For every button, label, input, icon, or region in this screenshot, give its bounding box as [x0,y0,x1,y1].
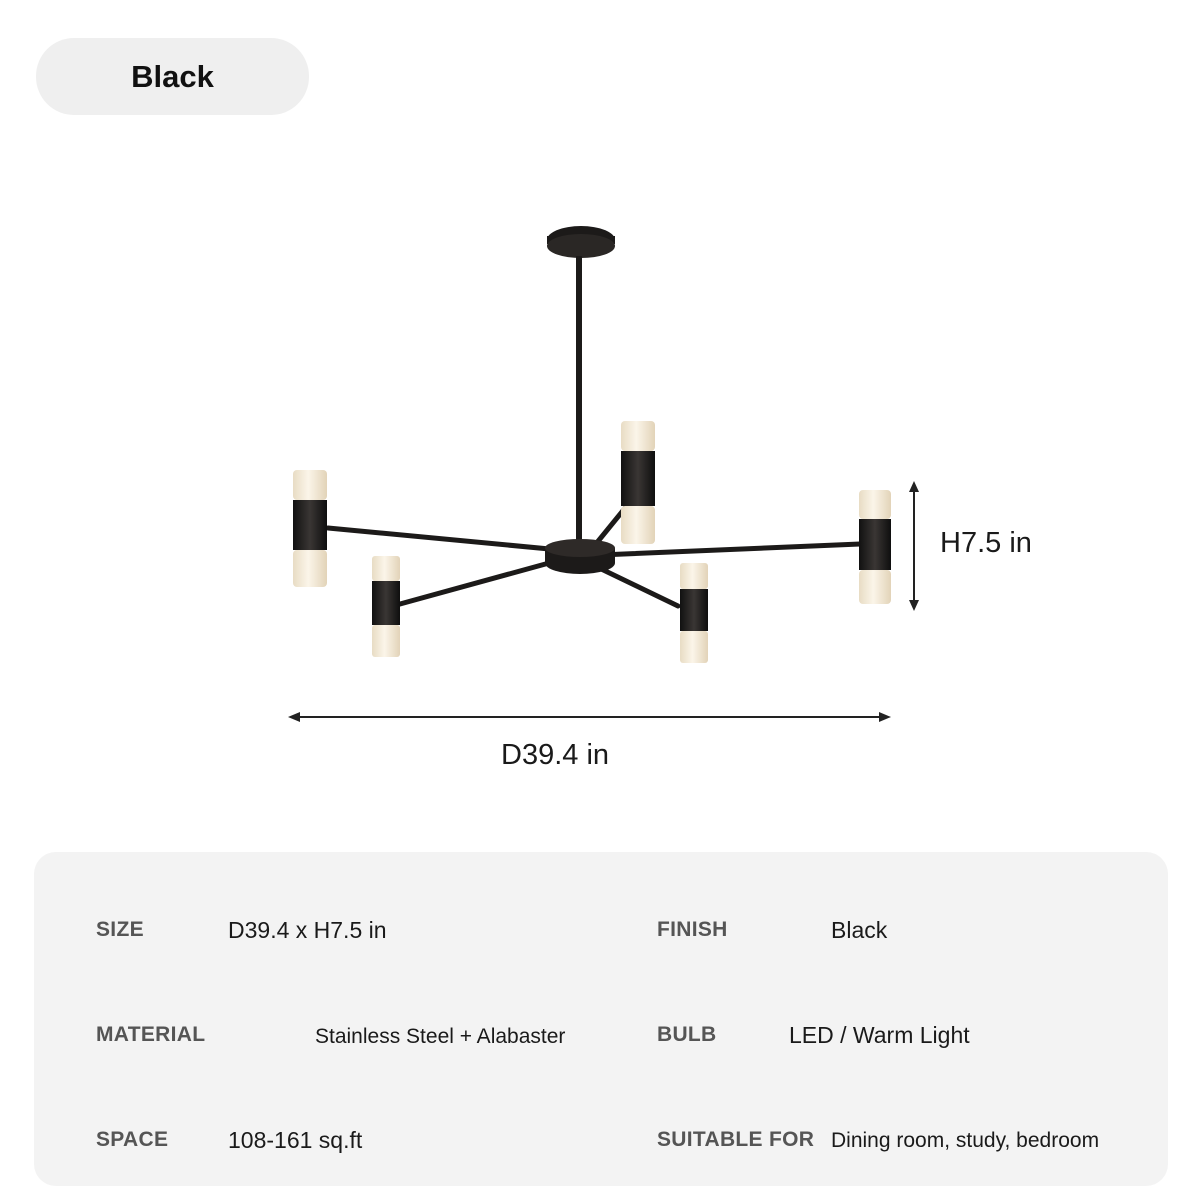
chandelier-image [288,226,919,722]
light-sconce [859,490,891,604]
light-sconce [680,563,708,663]
finish-badge[interactable]: Black [36,38,309,115]
center-hub [545,539,615,574]
finish-badge-label: Black [131,58,214,94]
spec-size-key: SIZE [96,918,144,941]
chandelier-arms [325,499,863,609]
spec-suitable-key: SUITABLE FOR [657,1128,815,1151]
spec-size-value: D39.4 x H7.5 in [228,917,387,943]
height-dimension-arrow [909,481,919,611]
height-label: H7.5 in [940,527,1032,559]
spec-finish-key: FINISH [657,918,728,941]
ceiling-canopy [547,226,615,258]
spec-material-key: MATERIAL [96,1023,206,1046]
spec-panel: SIZE D39.4 x H7.5 in FINISH Black MATERI… [34,852,1168,1186]
light-sconce [621,421,655,544]
light-sconce [372,556,400,657]
light-sconce [293,470,327,587]
spec-bulb-value: LED / Warm Light [789,1022,970,1048]
spec-space-value: 108-161 sq.ft [228,1127,363,1153]
diameter-dimension-arrow [288,712,891,722]
spec-bulb-key: BULB [657,1023,717,1046]
spec-material-value: Stainless Steel + Alabaster [315,1025,566,1048]
spec-space-key: SPACE [96,1128,169,1151]
spec-suitable-value: Dining room, study, bedroom [831,1129,1100,1152]
spec-finish-value: Black [831,917,888,943]
diameter-label: D39.4 in [501,739,610,771]
down-rod [576,256,582,548]
